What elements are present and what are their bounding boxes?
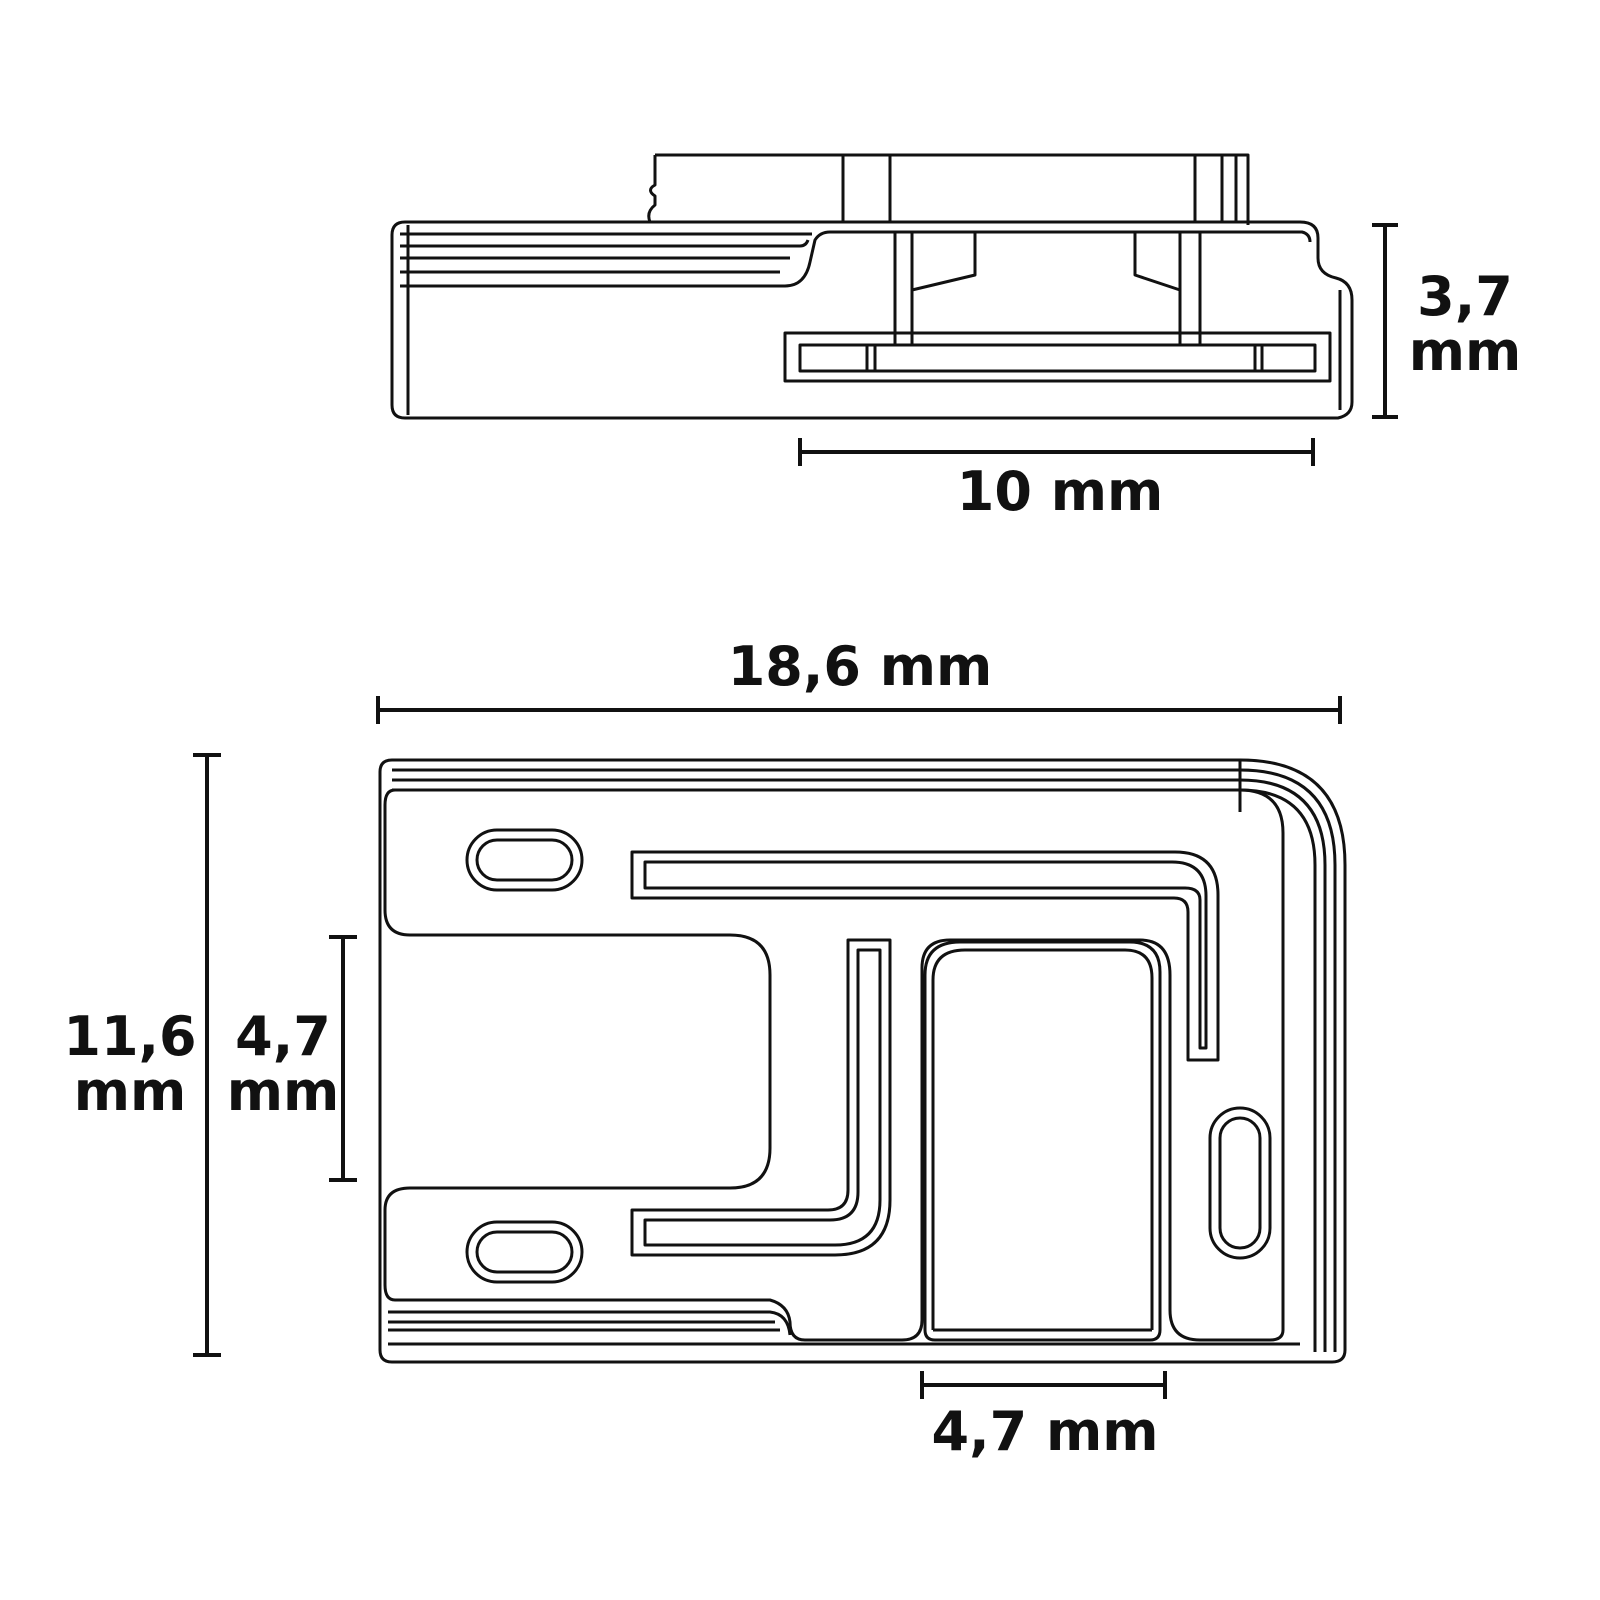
top-view-oval-slot [475,838,574,882]
top-view-window-inner [931,948,1154,1330]
side-view-channel-outer [783,331,1332,383]
top-view-edge-line [392,778,1327,1352]
side-view-step-line [400,230,1312,288]
top-view-lip-line [388,1310,792,1336]
top-view-body-outline [378,758,1347,1364]
top-view-window [923,940,1162,1342]
top-view-inner-frame [383,788,1285,1342]
top-view-upper-slot-inner [643,860,1208,1050]
top-view-lower-slot-inner [643,948,882,1247]
side-view [390,153,1354,420]
top-view-oval-slot [1218,1116,1262,1250]
top-view-oval-slot [1208,1106,1272,1260]
top-view-opening-width-dimension [920,1371,1167,1399]
side-view-height-dimension [1372,223,1398,419]
side-view-body-outline [390,220,1354,420]
side-view-width-label: 10 mm [957,460,1163,523]
top-view-height-unit: mm [74,1060,187,1123]
side-view-channel-inner [798,343,1317,373]
top-view-upper-slot [630,850,1220,1062]
top-view-edge-line [392,788,1317,1352]
top-view-opening-width-label: 4,7 mm [932,1400,1159,1463]
top-view-width-dimension [376,696,1342,724]
side-view-height-unit: mm [1409,320,1522,383]
top-view [378,758,1347,1364]
top-view-oval-slot [475,1230,574,1274]
side-view-clamp-right [1133,232,1202,345]
top-view-oval-slot [465,1220,584,1284]
top-view-oval-slot [465,828,584,892]
top-view-opening-height-dimension [329,935,357,1182]
top-view-lower-slot [630,938,892,1257]
top-view-edge-line [392,768,1337,1352]
side-view-top-plate [647,153,1250,225]
side-view-clamp-left [893,232,977,345]
side-view-width-dimension [798,438,1315,466]
top-view-height-value: 11,6 [63,1005,196,1068]
side-view-height-value: 3,7 [1417,265,1513,328]
top-view-height-dimension [193,753,221,1357]
top-view-opening-height-value: 4,7 [235,1005,331,1068]
top-view-width-label: 18,6 mm [728,635,993,698]
top-view-opening-height-unit: mm [227,1060,340,1123]
side-view-step-line [400,239,810,248]
